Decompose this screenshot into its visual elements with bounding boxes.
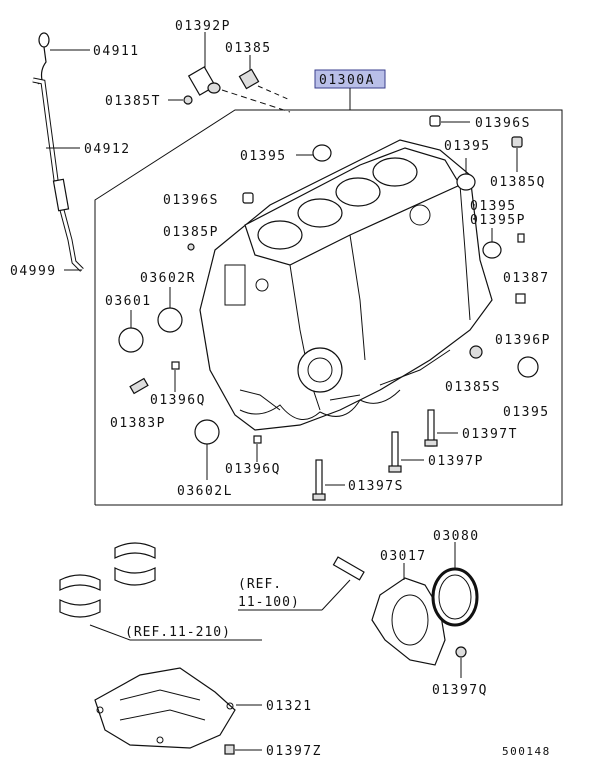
label-01387[interactable]: 01387	[503, 271, 550, 286]
label-01392p[interactable]: 01392P	[175, 19, 231, 34]
label-01395p[interactable]: 01395P	[470, 213, 526, 228]
rear-oil-seal	[431, 542, 479, 627]
label-01397s[interactable]: 01397S	[348, 479, 404, 494]
ref-11-100-b[interactable]: 11-100)	[238, 595, 300, 610]
label-01396q-a[interactable]: 01396Q	[150, 393, 206, 408]
plug-01395p	[482, 241, 502, 259]
cylinder-block	[199, 139, 493, 431]
label-01397t[interactable]: 01397T	[462, 427, 518, 442]
plug-03602l	[194, 419, 220, 445]
plug-03601	[118, 327, 144, 353]
bolt-01397t	[424, 409, 458, 447]
main-bearings	[59, 542, 262, 641]
bolt-01397q	[455, 646, 467, 658]
plug-01385q	[511, 136, 523, 148]
sleeve-01392p	[187, 32, 291, 113]
label-03080[interactable]: 03080	[433, 529, 480, 544]
label-01395-c[interactable]: 01395	[470, 199, 517, 214]
bolt-01397z	[224, 744, 235, 755]
label-01397p[interactable]: 01397P	[428, 454, 484, 469]
label-01396s-top[interactable]: 01396S	[475, 116, 531, 131]
plug-01385t	[183, 95, 193, 105]
figure-id: 500148	[502, 745, 551, 758]
plug-01385s	[469, 345, 483, 359]
plug-01395-a	[312, 144, 332, 162]
label-01383p[interactable]: 01383P	[110, 416, 166, 431]
label-01396q-b[interactable]: 01396Q	[225, 462, 281, 477]
block-group-frame	[94, 109, 563, 506]
label-04911[interactable]: 04911	[93, 44, 140, 59]
label-03602l[interactable]: 03602L	[177, 484, 233, 499]
plug-01396s-left	[242, 192, 254, 204]
dipstick-assembly	[32, 32, 90, 272]
label-01385t[interactable]: 01385T	[105, 94, 161, 109]
label-04912[interactable]: 04912	[84, 142, 131, 157]
pin-01396q-b	[253, 435, 262, 444]
label-04999[interactable]: 04999	[10, 264, 57, 279]
label-01397q[interactable]: 01397Q	[432, 683, 488, 698]
ref-11-100-a: (REF.	[238, 577, 282, 592]
pin-01396p	[515, 293, 526, 304]
label-01397z[interactable]: 01397Z	[266, 744, 322, 759]
main-part-label[interactable]: 01300A	[319, 73, 375, 88]
pin-01396q-a	[171, 361, 180, 370]
pin-01385p	[187, 243, 195, 251]
bolt-01397s	[312, 459, 345, 501]
sealant-tube	[332, 556, 365, 581]
bolt-01383p	[129, 377, 149, 395]
label-03017[interactable]: 03017	[380, 549, 427, 564]
plug-01396s	[429, 115, 441, 127]
rear-oil-seal-case	[371, 563, 446, 666]
plug-03602r	[157, 307, 183, 333]
label-01385s[interactable]: 01385S	[445, 380, 501, 395]
label-01396s-left[interactable]: 01396S	[163, 193, 219, 208]
label-01385[interactable]: 01385	[225, 41, 272, 56]
plug-01385	[238, 55, 291, 101]
label-03602r[interactable]: 03602R	[140, 271, 196, 286]
label-01321[interactable]: 01321	[266, 699, 313, 714]
plug-01395-d	[517, 356, 539, 378]
label-01396p[interactable]: 01396P	[495, 333, 551, 348]
label-01395-a[interactable]: 01395	[240, 149, 287, 164]
label-01395-d[interactable]: 01395	[503, 405, 550, 420]
pin-01387	[517, 233, 525, 243]
label-01385p[interactable]: 01385P	[163, 225, 219, 240]
ref-11-210[interactable]: (REF.11-210)	[125, 625, 231, 640]
bolt-01397p	[388, 431, 424, 473]
baffle-plate	[94, 667, 262, 749]
plug-01395-b	[456, 173, 476, 191]
label-03601[interactable]: 03601	[105, 294, 152, 309]
label-01395-b[interactable]: 01395	[444, 139, 491, 154]
label-01385q[interactable]: 01385Q	[490, 175, 546, 190]
